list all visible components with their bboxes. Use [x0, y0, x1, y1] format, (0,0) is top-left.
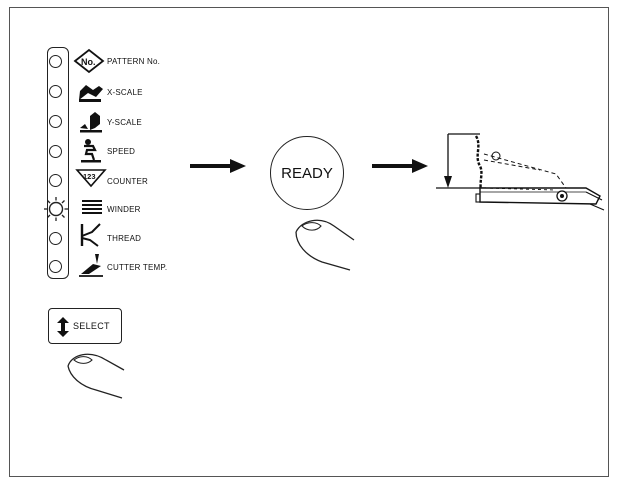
winder-icon [82, 200, 102, 214]
panel-label-pattern-number: PATTERN No. [107, 57, 161, 66]
speed-icon [81, 139, 101, 163]
led-thread [49, 232, 62, 245]
led-y-scale [49, 115, 62, 128]
panel-label-speed: SPEED [107, 147, 136, 156]
panel-label-winder: WINDER [107, 205, 141, 214]
panel-label-x-scale: X-SCALE [107, 88, 143, 97]
select-button[interactable]: SELECT [48, 308, 122, 344]
led-winder-lit [44, 197, 68, 221]
pattern-number-badge: No. [81, 57, 96, 67]
panel-label-thread: THREAD [107, 234, 142, 243]
indicator-led-strip [47, 47, 69, 279]
led-cutter-temp [49, 260, 62, 273]
ready-button-label: READY [281, 164, 333, 182]
y-scale-icon [80, 112, 102, 133]
led-counter [49, 174, 62, 187]
x-scale-icon [79, 85, 103, 102]
finger-press-ready-icon [295, 219, 355, 271]
led-x-scale [49, 85, 62, 98]
finger-press-select-icon [67, 353, 125, 399]
counter-icon: 123 [75, 169, 107, 188]
ready-button[interactable]: READY [270, 136, 344, 210]
cutter-temp-icon [79, 254, 103, 277]
panel-label-y-scale: Y-SCALE [107, 118, 142, 127]
counter-badge: 123 [83, 172, 96, 181]
up-down-arrow-icon [57, 317, 69, 337]
figure-frame [9, 7, 609, 477]
arrow-right-icon-2 [372, 159, 428, 173]
led-pattern-number [49, 55, 62, 68]
led-speed [49, 145, 62, 158]
presser-foot-mechanism-diagram [436, 133, 605, 211]
pattern-number-icon: No. [73, 48, 105, 74]
thread-icon [80, 223, 101, 247]
panel-label-cutter-temp: CUTTER TEMP. [107, 263, 168, 272]
select-button-label: SELECT [73, 321, 110, 331]
panel-label-counter: COUNTER [107, 177, 148, 186]
arrow-right-icon [190, 159, 246, 173]
